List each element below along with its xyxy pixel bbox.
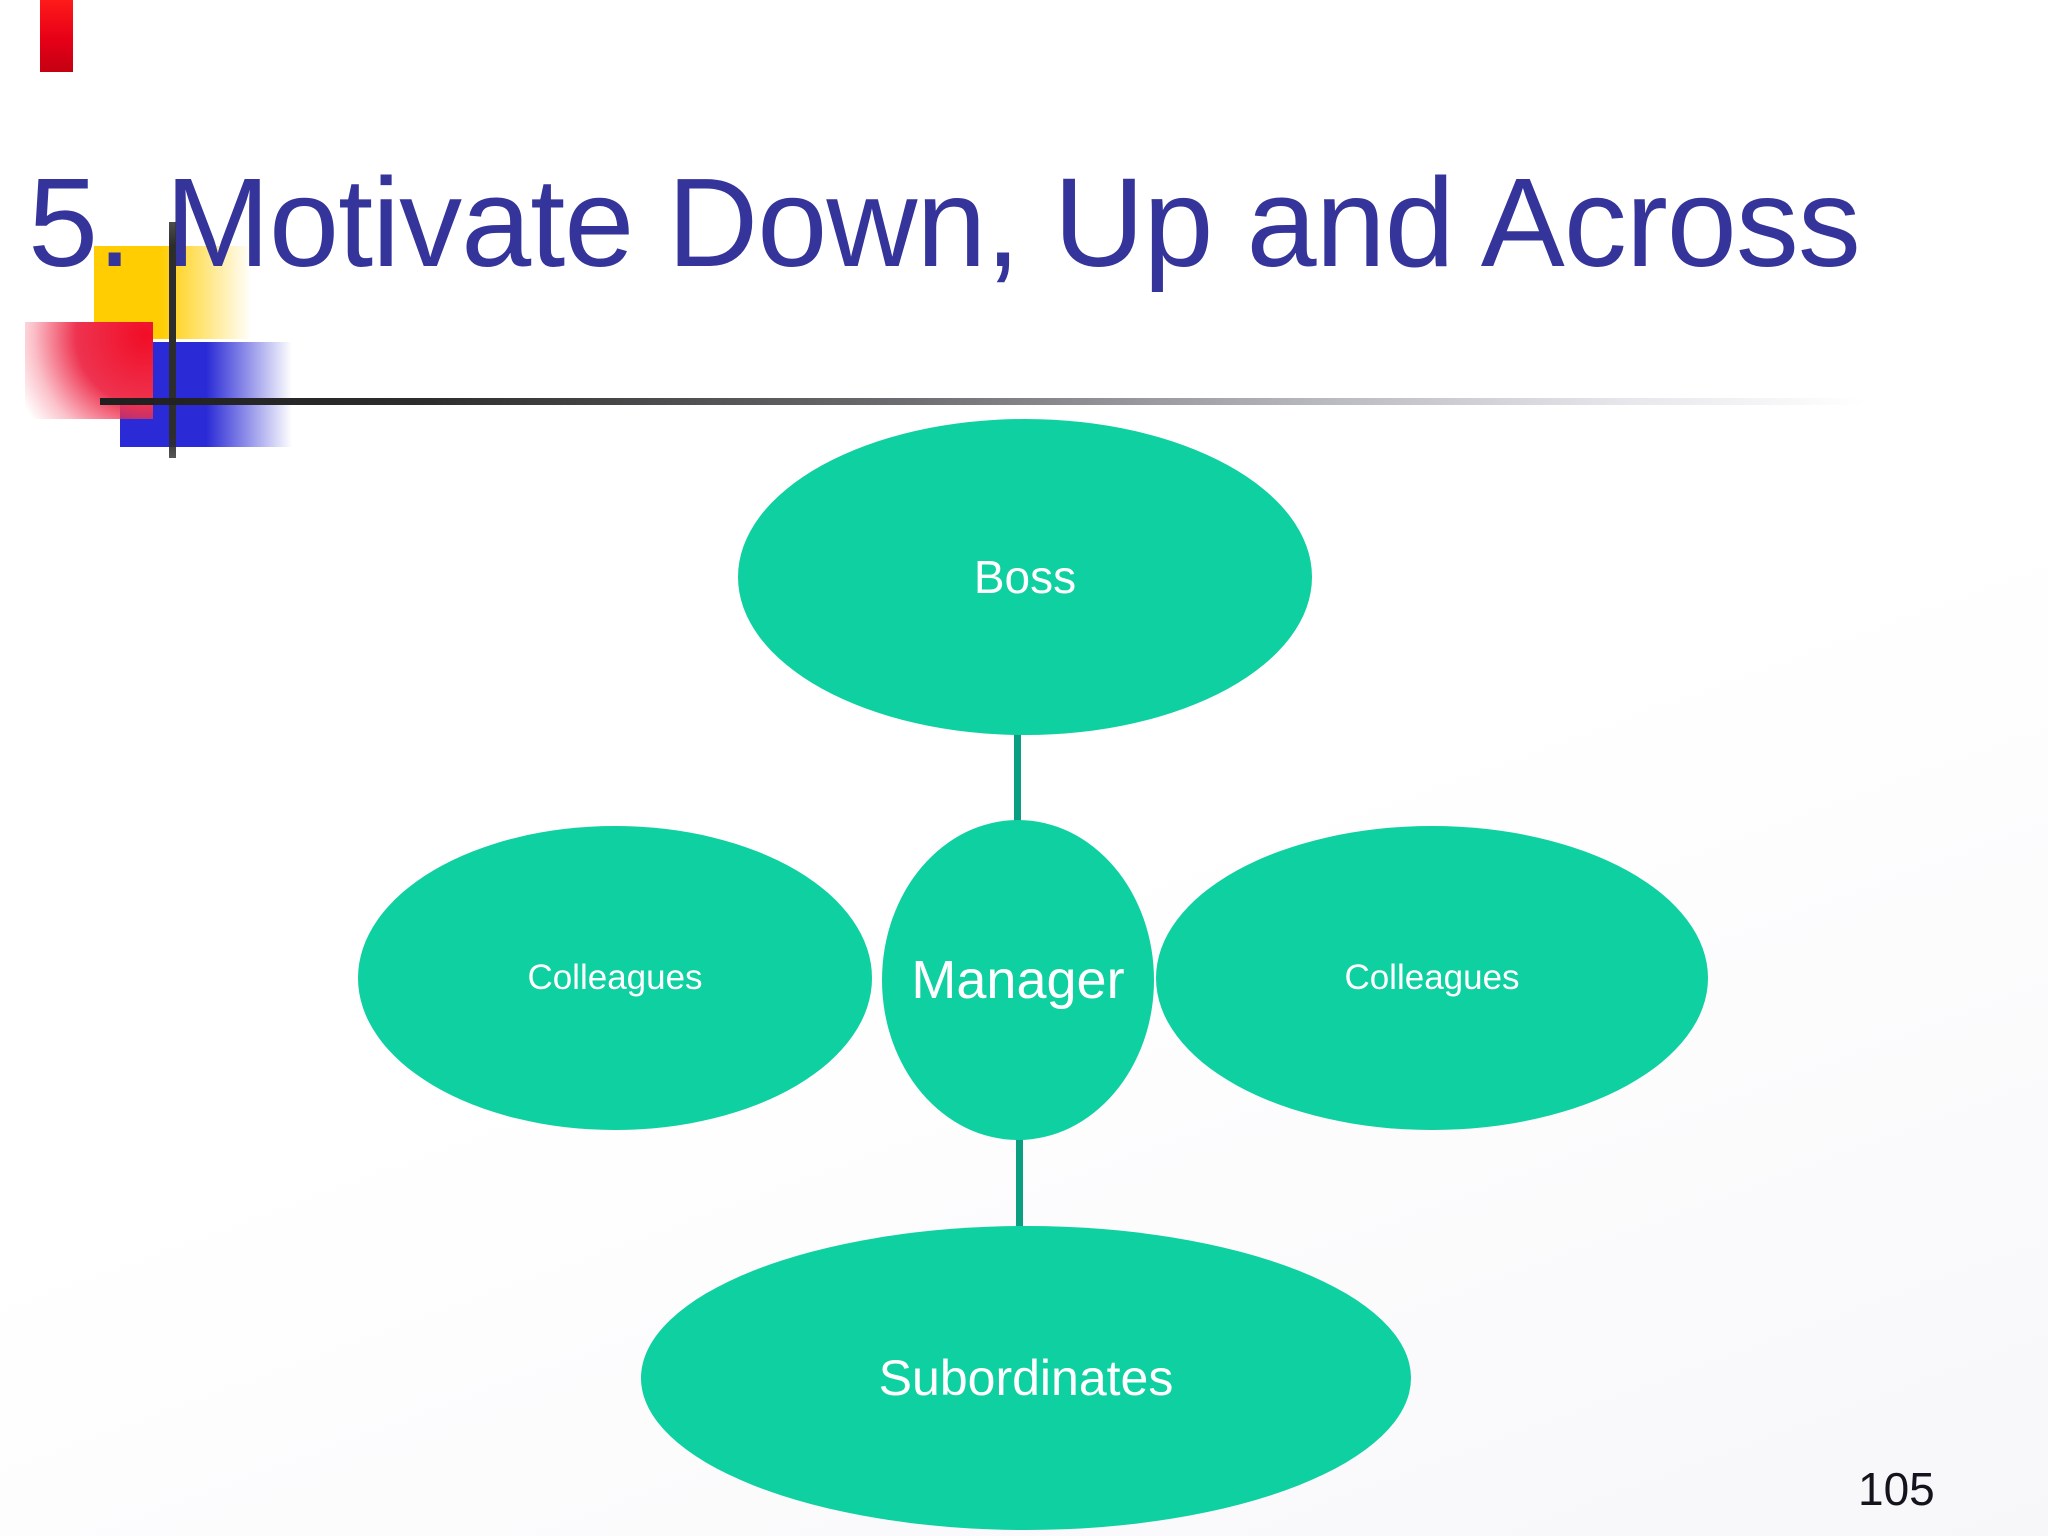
diagram-node-subordinates: Subordinates [641,1226,1411,1530]
diagram-node-manager: Manager [882,820,1154,1140]
node-label-subordinates: Subordinates [878,1350,1174,1406]
title-divider-line [100,398,1900,405]
accent-red-bar [40,0,73,72]
node-label-colleagues-left: Colleagues [527,958,703,997]
node-label-colleagues-right: Colleagues [1344,958,1520,997]
connector-boss-manager [1014,733,1021,823]
crosshair-vertical-line [169,222,176,458]
connector-manager-subordinates [1016,1138,1023,1228]
slide-title: 5. Motivate Down, Up and Across [28,152,1861,293]
node-label-boss: Boss [973,551,1077,603]
diagram-node-colleagues-left: Colleagues [358,826,872,1130]
node-label-manager: Manager [911,950,1125,1010]
diagram-node-boss: Boss [738,419,1312,735]
page-number: 105 [1858,1463,1935,1515]
diagram-node-colleagues-right: Colleagues [1156,826,1708,1130]
